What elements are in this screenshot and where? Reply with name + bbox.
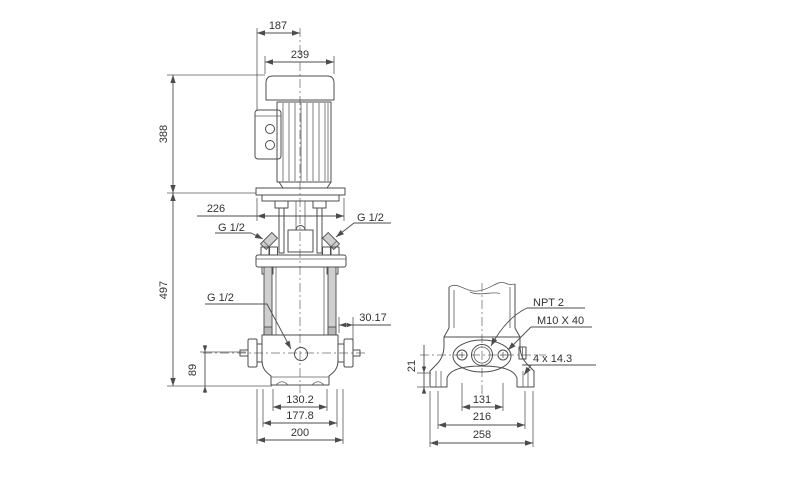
dim-text: 30.17 — [359, 312, 387, 324]
dim-text: 187 — [269, 20, 287, 32]
base-foot-arcs — [275, 381, 325, 386]
port-bolt-holes — [456, 349, 509, 361]
front-view — [203, 28, 368, 393]
dimensions-base: 21 131 216 258 NPT 2 — [406, 297, 596, 447]
dim-pump-height: 497 — [158, 193, 272, 387]
pump-head-flange — [255, 254, 347, 268]
suction-port-flange — [239, 338, 263, 368]
dim-text: 497 — [158, 281, 170, 299]
motor-flange-plate — [255, 187, 346, 196]
cable-gland-hole-top — [265, 124, 275, 134]
dim-port-face-offset: 30.17 — [338, 312, 391, 340]
pump-base — [261, 334, 339, 386]
label-text: M10 X 40 — [537, 315, 584, 327]
stud-nut-right — [312, 200, 327, 209]
motor-ribs — [282, 103, 329, 181]
dim-text: 258 — [473, 429, 491, 441]
dim-foot-hole-spacing: 216 — [437, 391, 526, 429]
dim-flange-width: 226 — [197, 198, 345, 221]
base-casting — [429, 336, 535, 388]
dim-text: 226 — [207, 203, 225, 215]
base-view — [420, 282, 546, 397]
label-npt-port: NPT 2 — [490, 297, 585, 347]
dim-motor-depth: 187 — [256, 20, 300, 111]
dim-foot-bolt-spacing: 177.8 — [262, 389, 338, 427]
dim-base-width: 258 — [429, 391, 534, 447]
tie-rod-end-left — [263, 326, 273, 336]
coupling-guard-right — [316, 207, 323, 254]
npt-port-inner — [473, 346, 491, 364]
cable-gland-hole-bottom — [265, 140, 275, 150]
terminal-box — [254, 109, 282, 160]
coupling-guard-left — [278, 207, 285, 254]
dim-port-bolt-spacing: 131 — [461, 383, 504, 411]
label-port-bolt: M10 X 40 — [507, 315, 592, 351]
motor-fan-cover — [265, 75, 335, 101]
break-line — [448, 282, 516, 292]
dim-text: 239 — [291, 49, 309, 61]
discharge-port-flange — [337, 338, 361, 368]
label-foot-holes: 4 x 14.3 — [522, 353, 596, 376]
plug-nut — [322, 246, 331, 256]
label-drain-plug: G 1/2 — [205, 292, 292, 350]
label-vent-plug-right: G 1/2 — [335, 212, 391, 238]
dim-foot-pad-spacing: 130.2 — [272, 389, 328, 411]
side-lug — [518, 346, 527, 360]
dim-text: 200 — [291, 427, 309, 439]
motor-body — [276, 101, 332, 183]
tie-rod-end-right — [327, 326, 337, 336]
dim-text: 388 — [158, 125, 170, 143]
tie-rod-right — [327, 266, 337, 336]
drain-plug — [294, 347, 308, 361]
dimensions-front: 187 239 388 497 226 — [158, 20, 391, 444]
dim-motor-width: 239 — [264, 49, 335, 74]
dim-motor-height: 388 — [158, 74, 265, 194]
label-text: G 1/2 — [207, 292, 234, 304]
dim-base-length: 200 — [256, 389, 344, 444]
plug-nut — [269, 246, 278, 256]
coupling-block — [287, 229, 314, 253]
port-boss — [452, 339, 512, 373]
label-text: NPT 2 — [533, 297, 564, 309]
dim-text: 177.8 — [286, 410, 314, 422]
coupling-clip — [295, 225, 306, 231]
npt-port-outer — [471, 344, 493, 366]
dim-text: 216 — [473, 411, 491, 423]
label-vent-plug-left: G 1/2 — [215, 222, 264, 240]
label-text: 4 x 14.3 — [533, 353, 572, 365]
label-text: G 1/2 — [357, 212, 384, 224]
motor-stool-plate — [261, 194, 340, 202]
dim-text: 21 — [406, 360, 418, 372]
dim-text: 131 — [473, 394, 491, 406]
label-text: G 1/2 — [218, 222, 245, 234]
break-line-2 — [469, 291, 501, 295]
base-sleeve — [443, 282, 521, 338]
motor-skirt — [278, 181, 332, 189]
dim-foot-height: 21 — [406, 345, 431, 394]
tie-rod-left — [263, 266, 273, 336]
dim-text: 130.2 — [286, 394, 314, 406]
stud-nut-left — [274, 200, 289, 209]
dim-text: 89 — [187, 364, 199, 376]
dim-port-center-height: 89 — [187, 345, 246, 393]
